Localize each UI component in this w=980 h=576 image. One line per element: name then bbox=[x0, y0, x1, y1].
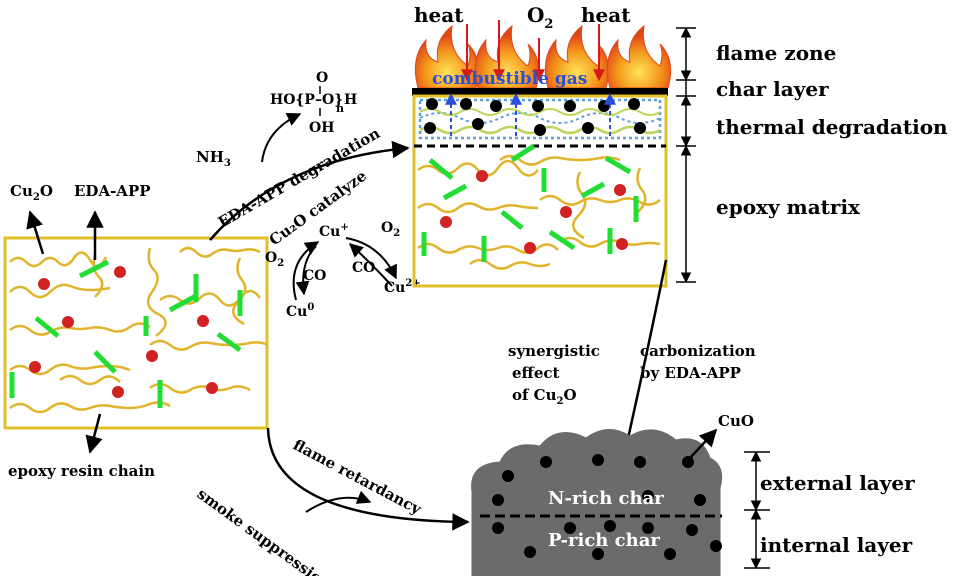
svg-text:OH: OH bbox=[309, 120, 334, 136]
svg-text:carbonization: carbonization bbox=[640, 342, 756, 360]
cu2o-label: Cu2O bbox=[10, 182, 53, 203]
zone-scale bbox=[676, 26, 696, 284]
left-epoxy-box bbox=[3, 236, 269, 430]
top-burning-box: heat O2 heat combustible gas bbox=[412, 3, 672, 288]
svg-text:H: H bbox=[344, 92, 357, 108]
flame-retardancy-arrow bbox=[266, 427, 470, 531]
top-resin-chains bbox=[417, 154, 661, 270]
eda-app-label: EDA-APP bbox=[74, 182, 151, 200]
left-resin-chains bbox=[9, 246, 269, 414]
phosphoric-arrow bbox=[261, 113, 302, 163]
flame-zone-label: flame zone bbox=[716, 41, 836, 65]
o2-right-label: O2 bbox=[381, 220, 400, 239]
cuo-arrow bbox=[689, 428, 718, 459]
top-box-frame bbox=[412, 94, 668, 288]
carbonization-label: carbonization by EDA-APP bbox=[640, 342, 756, 382]
cu2o-release-arrow bbox=[26, 210, 45, 255]
co-left-label: CO bbox=[303, 268, 326, 284]
svg-text:O: O bbox=[316, 70, 328, 86]
carbonization-arrow bbox=[619, 259, 668, 454]
nh3-label: NH3 bbox=[196, 148, 231, 169]
cu0-label: Cu0 bbox=[286, 302, 314, 320]
thermal-degradation-label: thermal degradation bbox=[716, 115, 948, 139]
top-rods bbox=[421, 143, 639, 262]
co-right-label: CO bbox=[352, 260, 375, 276]
external-layer-label: external layer bbox=[760, 471, 915, 495]
n-rich-char-label: N-rich char bbox=[548, 488, 664, 509]
o2-top-label: O2 bbox=[527, 3, 553, 32]
combustible-gas-label: combustible gas bbox=[432, 69, 587, 89]
epoxy-chain-pointer bbox=[85, 413, 103, 454]
top-red-particles bbox=[440, 170, 628, 254]
epoxy-matrix-label: epoxy matrix bbox=[716, 195, 861, 219]
heat-left-label: heat bbox=[414, 3, 464, 27]
left-red-particles bbox=[29, 266, 218, 398]
heat-right-label: heat bbox=[581, 3, 631, 27]
svg-text:HO{P–O}: HO{P–O} bbox=[270, 92, 343, 108]
flame-retardancy-label: flame retardancy bbox=[290, 436, 425, 519]
cu-plus-label: Cu+ bbox=[319, 222, 349, 240]
synergistic-label: synergistic effect of Cu2O bbox=[508, 342, 600, 407]
smoke-suppression-arrow bbox=[305, 490, 372, 513]
char-residue: N-rich char P-rich char bbox=[471, 429, 723, 576]
svg-text:by EDA-APP: by EDA-APP bbox=[640, 364, 741, 382]
smoke-suppression-label: smoke suppression bbox=[194, 485, 335, 576]
p-rich-char-label: P-rich char bbox=[548, 530, 660, 551]
svg-text:of Cu2O: of Cu2O bbox=[512, 386, 577, 407]
thermal-degradation-zone bbox=[418, 92, 662, 140]
char-layer-bar bbox=[412, 88, 668, 96]
polyphosphoric-acid-formula: O HO{P–O} n H OH bbox=[270, 70, 357, 136]
svg-text:effect: effect bbox=[512, 364, 560, 382]
epoxy-resin-chain-label: epoxy resin chain bbox=[8, 462, 155, 480]
heat-arrows bbox=[461, 20, 605, 82]
o2-left-label: O2 bbox=[265, 250, 284, 269]
svg-text:synergistic: synergistic bbox=[508, 342, 600, 360]
svg-text:n: n bbox=[336, 102, 344, 115]
degradation-arrow bbox=[209, 140, 410, 241]
internal-layer-label: internal layer bbox=[760, 533, 913, 557]
char-layer-label: char layer bbox=[716, 77, 829, 101]
left-rods bbox=[9, 259, 243, 408]
copper-redox-cycle: Cu+ O2 O2 CO CO Cu0 Cu2+ bbox=[265, 220, 421, 320]
cuo-label: CuO bbox=[718, 412, 754, 430]
char-scale bbox=[744, 450, 770, 570]
